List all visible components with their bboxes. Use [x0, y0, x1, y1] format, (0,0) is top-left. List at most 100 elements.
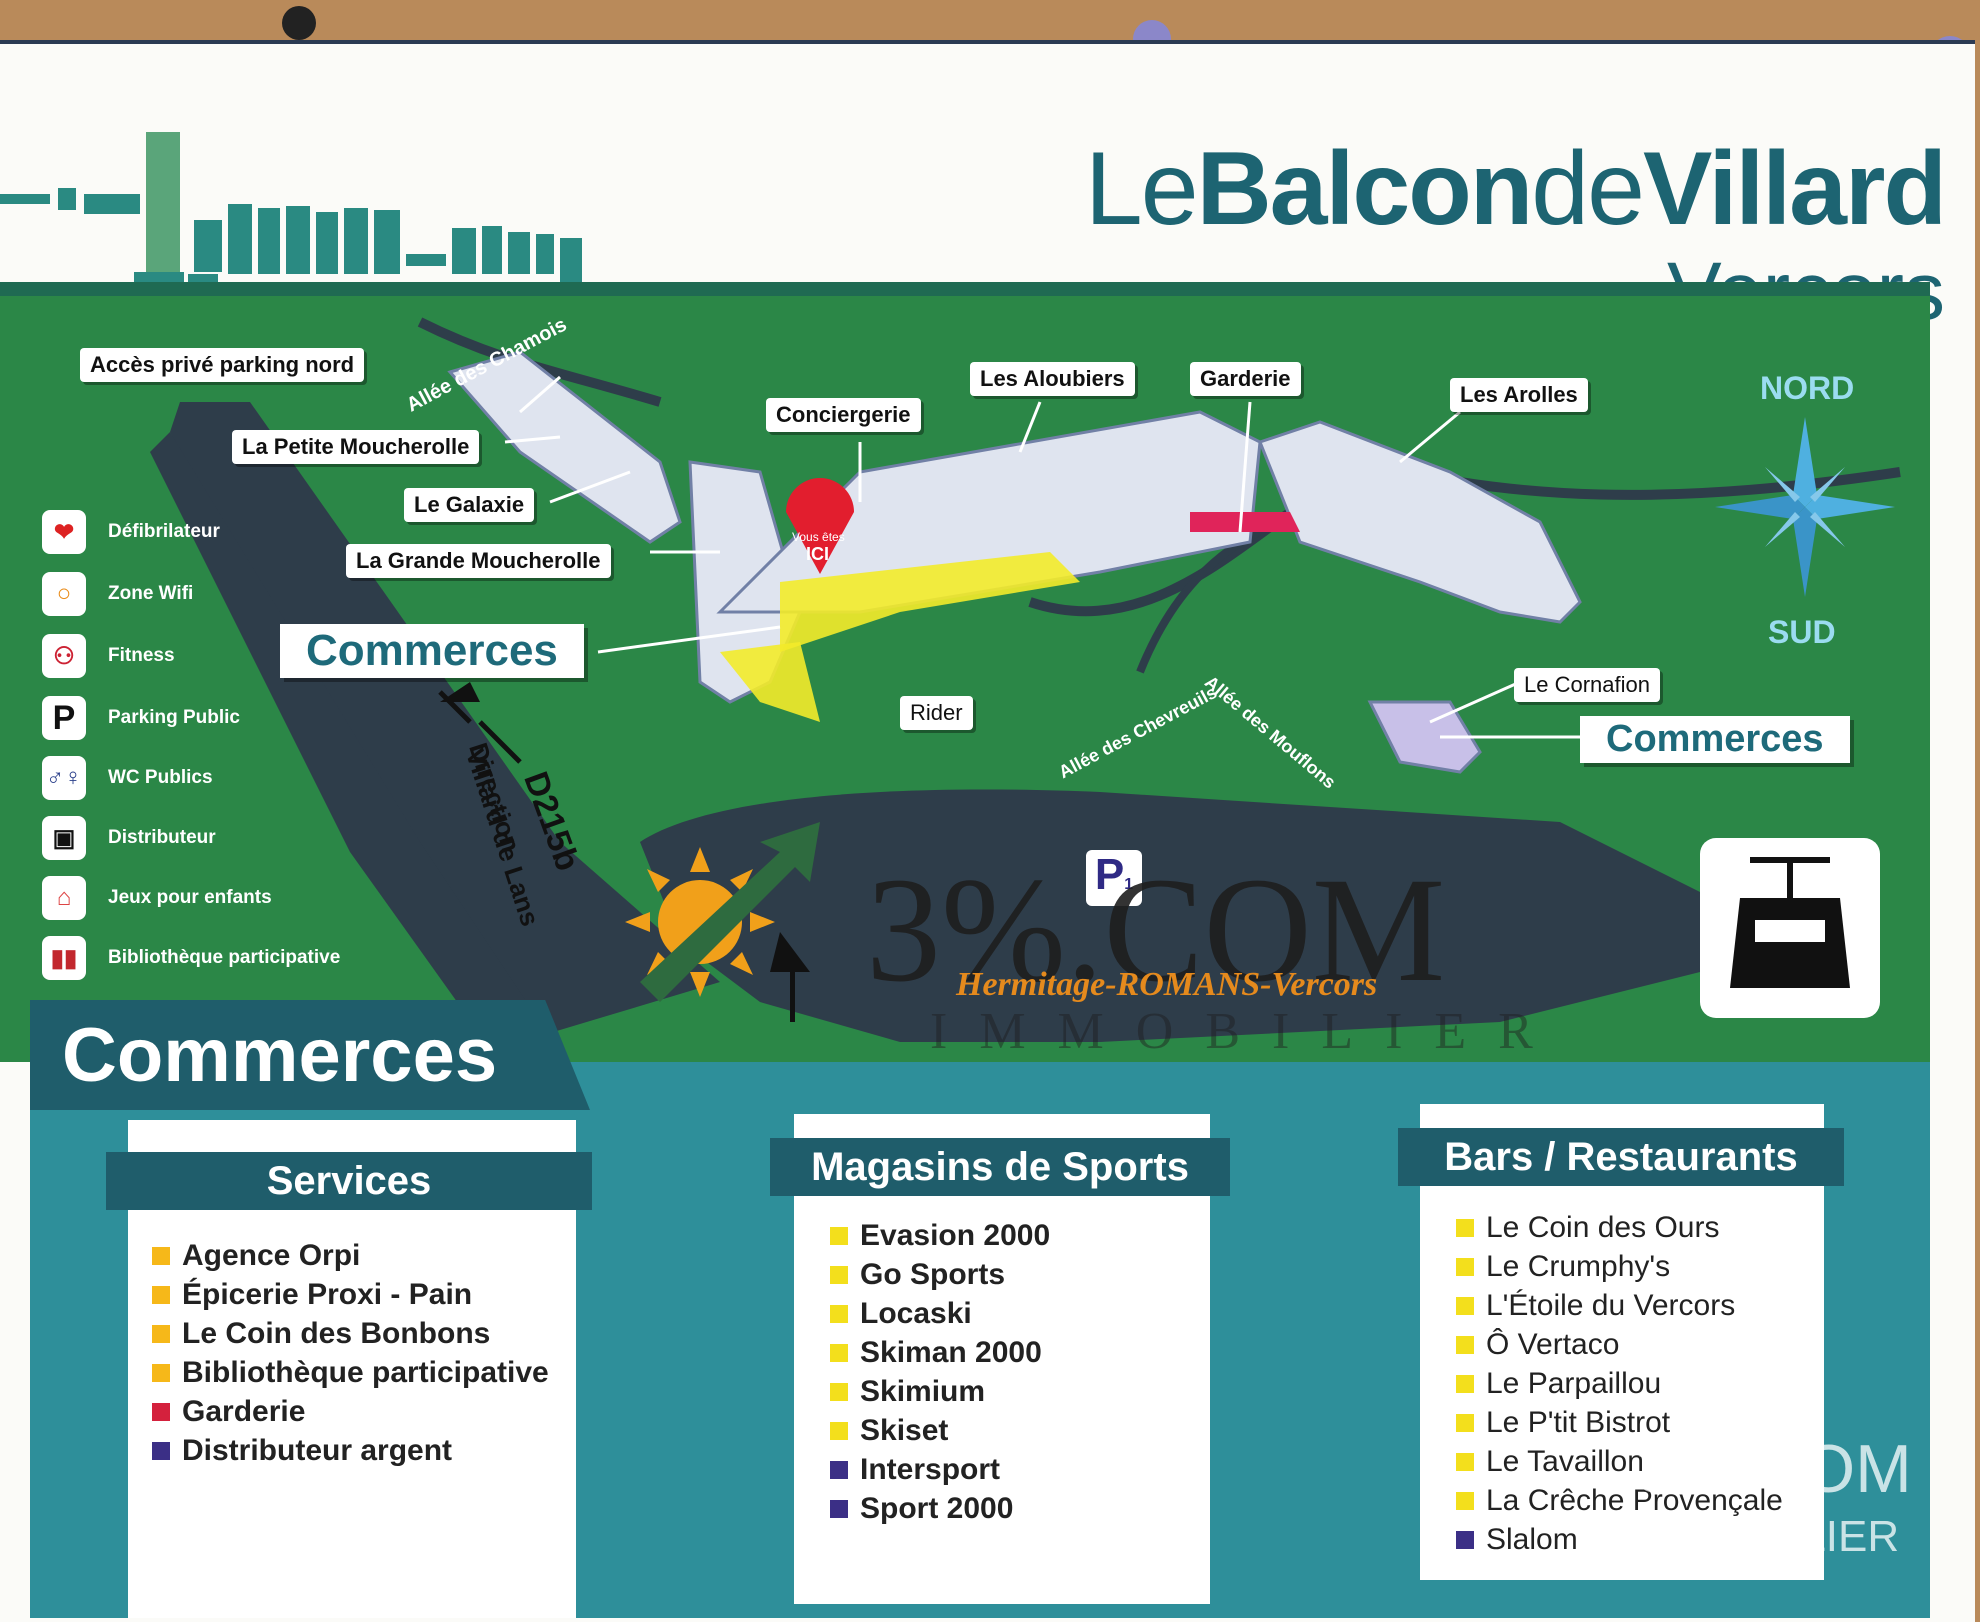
sports-title: Magasins de Sports: [770, 1138, 1230, 1196]
pushpin: [282, 6, 316, 40]
color-marker: [152, 1402, 170, 1421]
list-item: Épicerie Proxi - Pain: [152, 1275, 549, 1314]
color-marker: [830, 1382, 848, 1401]
label-acces-parking: Accès privé parking nord: [80, 348, 365, 382]
color-marker: [1456, 1257, 1474, 1276]
parking-icon: P: [42, 696, 86, 740]
label-commerces-right: Commerces: [1580, 716, 1850, 763]
item-label: Intersport: [860, 1452, 1001, 1486]
color-marker: [830, 1499, 848, 1518]
label-petite-moucherolle: La Petite Moucherolle: [232, 430, 480, 464]
legend-label: Défibrilateur: [108, 521, 220, 542]
books-icon: ▮▮: [42, 936, 86, 980]
list-item: Ô Vertaco: [1456, 1325, 1783, 1364]
label-conciergerie: Conciergerie: [766, 398, 921, 432]
cable-car-icon: [1700, 838, 1880, 1018]
commerces-title: Commerces: [62, 1013, 498, 1098]
legend-label: Distributeur: [108, 827, 216, 848]
item-label: Le Parpaillou: [1486, 1366, 1662, 1400]
item-label: Go Sports: [860, 1257, 1006, 1291]
list-item: Evasion 2000: [830, 1216, 1050, 1255]
label-galaxie: Le Galaxie: [404, 488, 535, 522]
color-marker: [830, 1343, 848, 1362]
color-marker: [830, 1304, 848, 1323]
brand-logo: [0, 132, 582, 302]
list-item: L'Étoile du Vercors: [1456, 1286, 1783, 1325]
item-label: L'Étoile du Vercors: [1486, 1288, 1736, 1322]
heart-icon: ❤: [42, 510, 86, 554]
playground-icon: ⌂: [42, 876, 86, 920]
compass-north: NORD: [1760, 370, 1855, 406]
list-item: Le P'tit Bistrot: [1456, 1403, 1783, 1442]
color-marker: [830, 1265, 848, 1284]
item-label: Le Crumphy's: [1486, 1249, 1671, 1283]
legend-label: WC Publics: [108, 767, 213, 788]
brand-de: de: [1531, 131, 1645, 247]
item-label: Ô Vertaco: [1486, 1327, 1620, 1361]
color-marker: [1456, 1413, 1474, 1432]
legend-item: ○Zone Wifi: [42, 572, 193, 616]
label-rider: Rider: [900, 696, 973, 730]
item-label: Le Coin des Ours: [1486, 1210, 1720, 1244]
list-item: Intersport: [830, 1450, 1050, 1489]
sports-list: Evasion 2000 Go Sports Locaski Skiman 20…: [830, 1216, 1050, 1528]
compass-rose: [1715, 417, 1895, 597]
legend-label: Bibliothèque participative: [108, 947, 341, 968]
bars-list: Le Coin des Ours Le Crumphy's L'Étoile d…: [1456, 1208, 1783, 1559]
legend-item: ♂♀WC Publics: [42, 756, 213, 800]
label-commerces-left: Commerces: [280, 624, 584, 678]
watermark-sub: Hermitage-ROMANS-Vercors: [956, 966, 1378, 1003]
item-label: Skimium: [860, 1374, 986, 1408]
item-label: Agence Orpi: [182, 1238, 361, 1272]
item-label: Locaski: [860, 1296, 972, 1330]
watermark-sub2: IMMOBILIER: [930, 1003, 1565, 1060]
legend-item: ▣Distributeur: [42, 816, 216, 860]
services-list: Agence Orpi Épicerie Proxi - Pain Le Coi…: [152, 1236, 549, 1470]
item-label: Garderie: [182, 1394, 306, 1428]
item-label: Le P'tit Bistrot: [1486, 1405, 1671, 1439]
resort-map: Accès privé parking nord La Petite Mouch…: [0, 282, 1930, 1062]
item-label: Le Tavaillon: [1486, 1444, 1644, 1478]
list-item: Le Parpaillou: [1456, 1364, 1783, 1403]
label-grande-moucherolle: La Grande Moucherolle: [346, 544, 611, 578]
brand-balcon: Balcon: [1196, 131, 1534, 247]
color-marker: [152, 1246, 170, 1265]
item-label: Skiset: [860, 1413, 949, 1447]
map-drawing: [0, 282, 1930, 1062]
label-arolles: Les Arolles: [1450, 378, 1588, 412]
color-marker: [1456, 1491, 1474, 1510]
list-item: Skimium: [830, 1372, 1050, 1411]
legend-label: Zone Wifi: [108, 583, 194, 604]
color-marker: [1456, 1218, 1474, 1237]
list-item: Le Crumphy's: [1456, 1247, 1783, 1286]
services-title: Services: [106, 1152, 592, 1210]
fitness-icon: ⚇: [42, 634, 86, 678]
marker-text-1: Vous êtes: [792, 530, 845, 544]
label-aloubiers: Les Aloubiers: [970, 362, 1135, 396]
list-item: Le Coin des Bonbons: [152, 1314, 549, 1353]
color-marker: [1456, 1530, 1474, 1549]
bars-title: Bars / Restaurants: [1398, 1128, 1844, 1186]
item-label: Evasion 2000: [860, 1218, 1051, 1252]
legend-item: ⚇ Fitness: [42, 634, 175, 678]
legend-label: Fitness: [108, 645, 175, 666]
header: LeBalcondeVillard Vercors: [0, 44, 1975, 337]
color-marker: [830, 1460, 848, 1479]
label-garderie: Garderie: [1190, 362, 1301, 396]
you-are-here-marker: [786, 478, 854, 574]
brand-villard: Villard: [1642, 131, 1947, 247]
watermark-main: 3%.COM: [866, 847, 1446, 1013]
marker-text-2: ICI: [806, 544, 830, 564]
list-item: La Crêche Provençale: [1456, 1481, 1783, 1520]
list-item: Slalom: [1456, 1520, 1783, 1559]
color-marker: [152, 1441, 170, 1460]
commerces-banner: [30, 1000, 590, 1110]
legend-item: ❤ Défibrilateur: [42, 510, 220, 554]
corner-watermark-2: IMMOBILIER: [1640, 1512, 1900, 1561]
legend-item: ▮▮ Bibliothèque participative: [42, 936, 340, 980]
parking-letter: P: [1094, 850, 1125, 899]
color-marker: [152, 1324, 170, 1343]
color-marker: [152, 1363, 170, 1382]
color-marker: [1456, 1374, 1474, 1393]
